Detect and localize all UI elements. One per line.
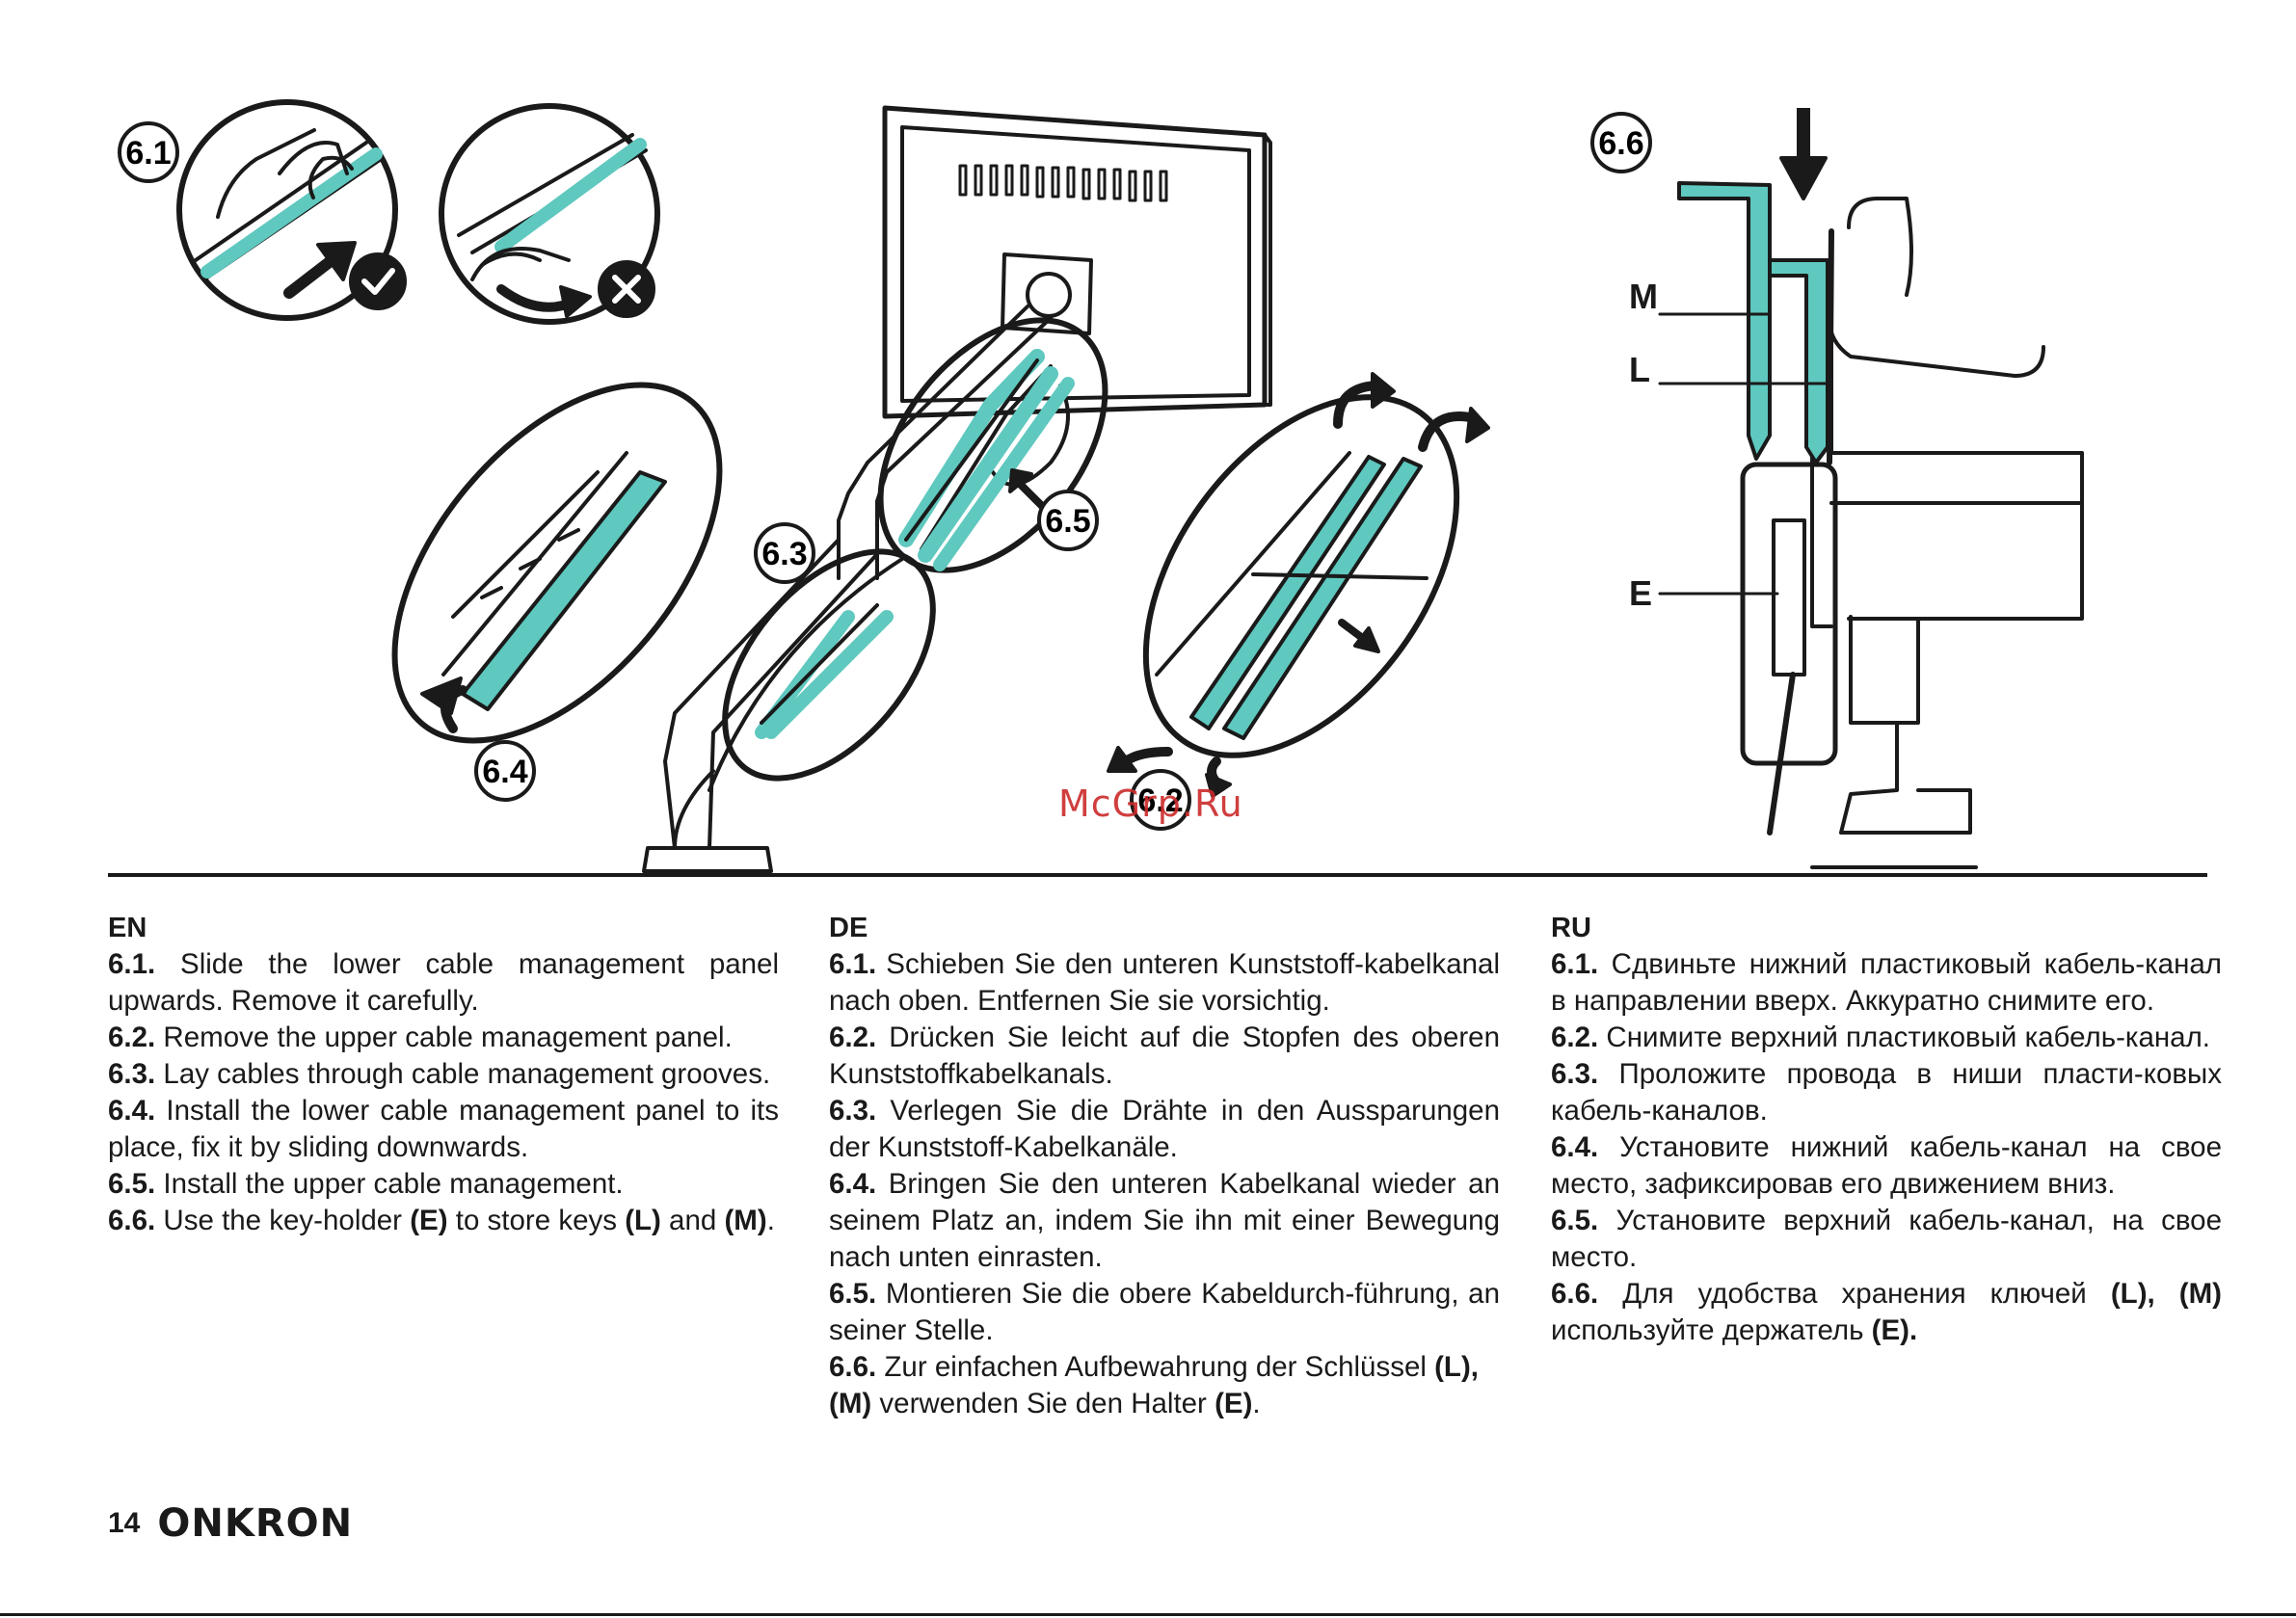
step-badge-6-5: 6.5 [1037,490,1099,551]
arrow-curve-down-icon [496,284,592,318]
instruction-de-6-5: 6.5. Montieren Sie die obere Kabeldurch-… [829,1278,1500,1346]
arrow-up-right-icon [283,241,357,299]
assembly-illustration: 6.1 6.2 6.3 6.4 6.5 6.6 M L E [118,99,2084,873]
step-badge-6-6: 6.6 [1590,112,1652,173]
key-letter-labels: M L E [1629,277,1658,613]
instruction-en-6-2: 6.2. Remove the upper cable management p… [108,1021,733,1053]
column-heading-ru: RU [1551,913,1591,943]
key-label-l: L [1629,350,1650,389]
step-label-6-6: 6.6 [1598,125,1643,162]
cross-icon [598,260,655,318]
step-label-6-1: 6.1 [125,135,171,172]
step-label-6-2: 6.2 [1137,782,1183,819]
arrow-rotate-icons [1107,372,1490,798]
instruction-ru-6-4: 6.4. Установите нижний кабель-канал на с… [1551,1131,2222,1200]
monitor-back [882,105,1272,419]
key-leader-lines [1658,312,1829,596]
column-heading-en: EN [108,913,147,943]
instruction-ru-6-6: 6.6. Для удобства хранения ключей (L), (… [1551,1278,2223,1346]
step-6-6-key-holder [1677,181,2084,869]
step-6-1-wrong-detail [439,103,660,325]
step-badges: 6.1 6.2 6.3 6.4 6.5 6.6 [118,112,1652,831]
section-divider [108,873,2207,877]
step-6-3-lower-lens [722,548,936,782]
page-footer: 14 ONKRON [108,1499,353,1548]
brand-logo: ONKRON [157,1501,354,1546]
key-label-m: M [1629,277,1658,316]
column-en: EN 6.1. Slide the lower cable management… [108,910,779,1239]
column-ru: RU 6.1. Сдвиньте нижний пластиковый кабе… [1551,910,2222,1349]
step-label-6-4: 6.4 [482,754,527,790]
column-de: DE 6.1. Schieben Sie den unteren Kunstst… [829,910,1500,1422]
step-badge-6-1: 6.1 [118,121,179,183]
step-6-2-detail [1142,394,1460,758]
instruction-de-6-2: 6.2. Drücken Sie leicht auf die Stopfen … [829,1021,1500,1090]
instruction-de-6-3: 6.3. Verlegen Sie die Drähte in den Auss… [829,1095,1500,1163]
instruction-ru-6-1: 6.1. Сдвиньте нижний пластиковый кабель-… [1551,948,2222,1017]
instruction-de-6-4: 6.4. Bringen Sie den unteren Kabelkanal … [829,1168,1500,1273]
instruction-de-6-6: 6.6. Zur einfachen Aufbewahrung der Schl… [829,1351,1479,1419]
instruction-en-6-5: 6.5. Install the upper cable management. [108,1168,624,1200]
instruction-en-6-1: 6.1. Slide the lower cable management pa… [108,948,779,1017]
watermark: McGrp.Ru [1058,782,1243,825]
instruction-ru-6-5: 6.5. Установите верхний кабель-канал, на… [1551,1205,2222,1273]
arrow-curve-up-icon [420,676,467,733]
arrow-down-icon [1779,108,1828,200]
monitor-arm [642,305,1070,873]
check-icon [349,252,407,310]
step-6-5-upper-lens [877,317,1108,573]
arrow-left-icon [1008,468,1047,511]
step-label-6-3: 6.3 [761,536,807,572]
key-label-e: E [1629,573,1652,613]
step-badge-6-4: 6.4 [474,740,536,802]
step-badge-6-3: 6.3 [754,522,815,584]
step-label-6-5: 6.5 [1045,503,1090,540]
instruction-en-6-6: 6.6. Use the key-holder (E) to store key… [108,1205,775,1236]
step-6-1-correct-detail [176,99,398,321]
page-number: 14 [108,1507,141,1539]
instruction-ru-6-3: 6.3. Проложите провода в ниши пласти-ков… [1551,1058,2222,1127]
instruction-de-6-1: 6.1. Schieben Sie den unteren Kunststoff… [829,948,1500,1017]
column-heading-de: DE [829,913,868,943]
bottom-divider [0,1613,2296,1616]
step-6-4-detail [391,382,723,744]
instruction-ru-6-2: 6.2. Снимите верхний пластиковый кабель-… [1551,1021,2211,1053]
step-badge-6-2: 6.2 [1130,769,1191,831]
instruction-en-6-3: 6.3. Lay cables through cable management… [108,1058,771,1090]
instruction-en-6-4: 6.4. Install the lower cable management … [108,1095,779,1163]
